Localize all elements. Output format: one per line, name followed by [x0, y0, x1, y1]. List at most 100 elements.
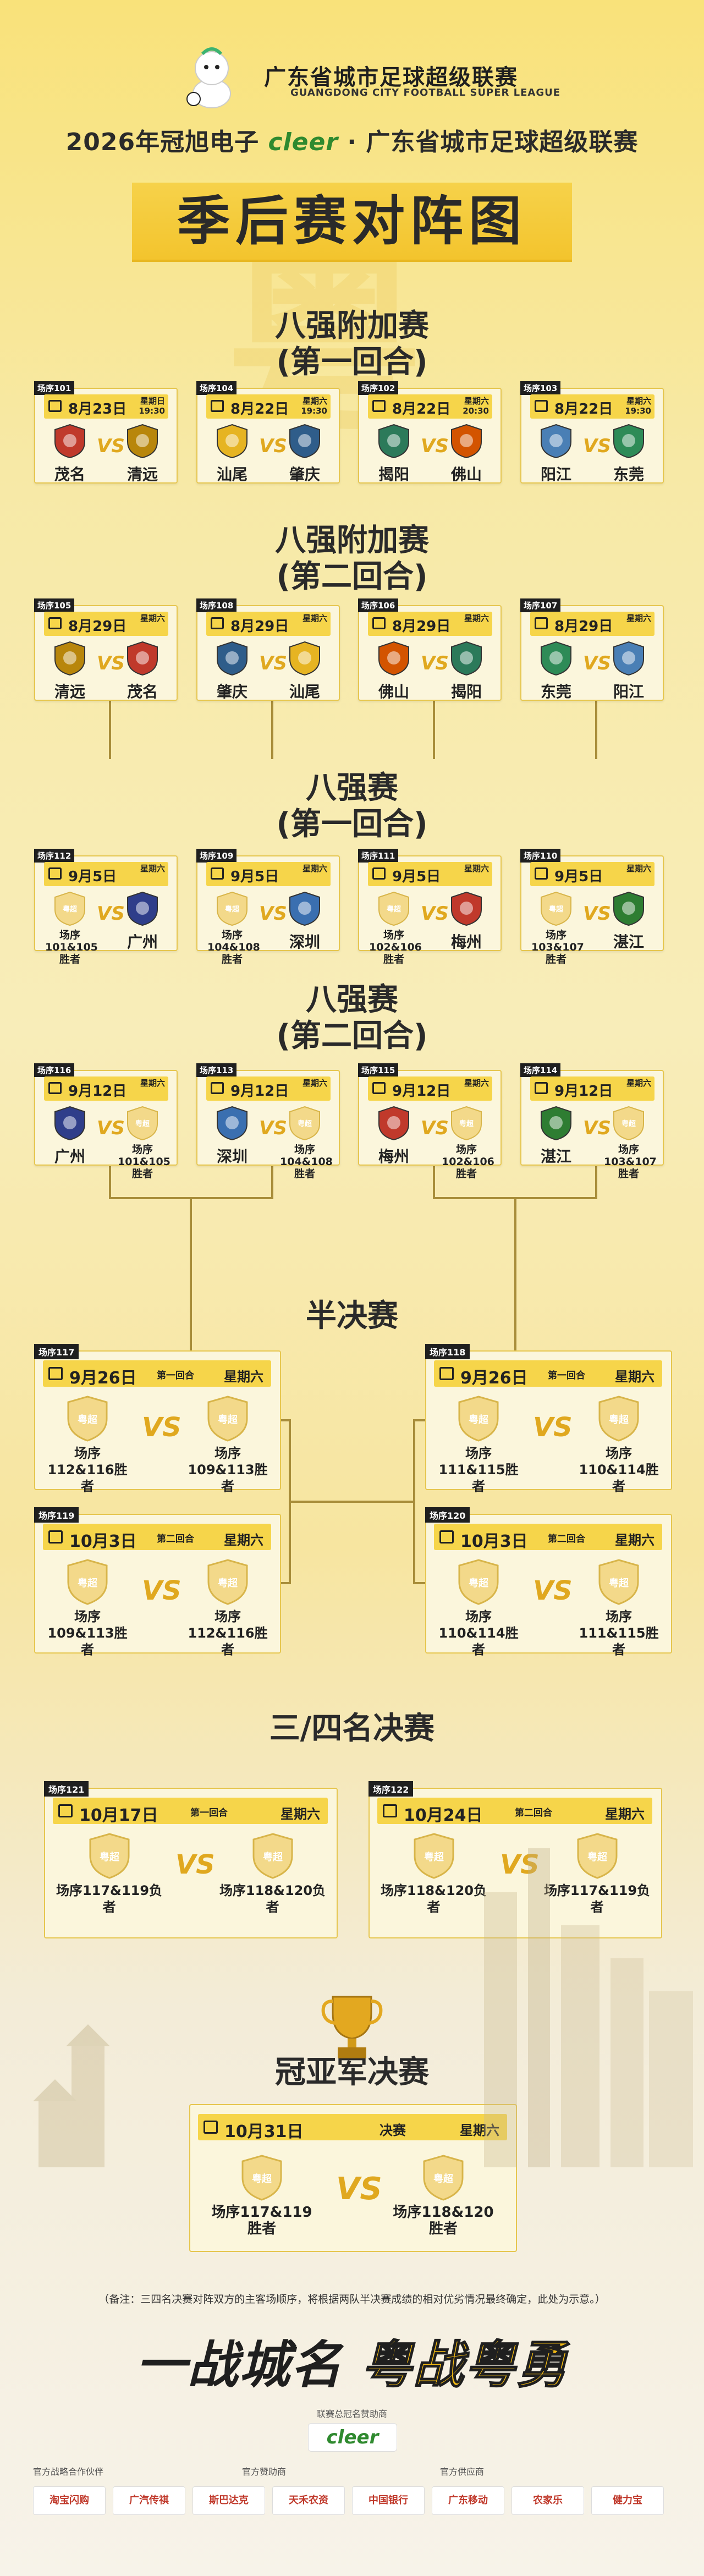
calendar-icon — [211, 617, 224, 629]
home-team-name: 湛江 — [540, 1147, 571, 1166]
away-team-name: 场序104&108胜者 — [280, 1144, 333, 1180]
away-team-name: 湛江 — [613, 933, 644, 951]
supplier-label: 官方供应商 — [440, 2467, 485, 2477]
match-weekday: 星期六 — [224, 1533, 263, 1548]
vs-label: VS — [421, 1117, 449, 1139]
match-number: 场序115 — [358, 1063, 399, 1077]
round3-title-text: 八强赛 — [306, 770, 398, 806]
svg-text:粤超: 粤超 — [387, 905, 402, 914]
home-team-name: 场序101&105胜者 — [45, 929, 98, 965]
away-team-name: 肇庆 — [289, 465, 320, 484]
match-date-bar: 9月26日第一回合星期六 — [434, 1360, 662, 1388]
team-badge-icon — [127, 641, 158, 676]
home-team-name: 佛山 — [378, 683, 409, 701]
match-date: 9月12日 — [230, 1083, 289, 1100]
vs-label: VS — [142, 1412, 182, 1443]
vs-label: VS — [583, 1117, 611, 1139]
home-team: 清远 — [45, 640, 95, 702]
match-number: 场序104 — [196, 381, 237, 395]
away-team: 粤超场序101&105胜者 — [118, 1105, 170, 1180]
match-number: 场序113 — [196, 1063, 237, 1077]
home-team-label: 场序118&120负者 — [380, 1883, 487, 1915]
match-weekday: 星期六 — [464, 864, 489, 874]
home-team: 阳江 — [531, 423, 581, 485]
svg-text:粤超: 粤超 — [424, 1851, 444, 1863]
calendar-icon — [48, 617, 62, 629]
svg-text:粤超: 粤超 — [218, 1577, 238, 1589]
round4-subtitle: (第二回合) — [276, 1018, 428, 1054]
calendar-icon — [48, 1367, 63, 1380]
team-badge-icon — [289, 424, 320, 459]
round3-subtitle: (第一回合) — [276, 806, 428, 842]
away-team: 粤超场序110&114胜者 — [574, 1394, 663, 1495]
city-skyline-icon — [33, 1848, 693, 2167]
match-weekday: 星期六 — [302, 864, 327, 874]
match-weekday: 星期六 — [140, 613, 165, 623]
team-badge-icon — [541, 424, 571, 459]
match-date: 8月23日 — [68, 401, 127, 418]
svg-text:粤超: 粤超 — [609, 1414, 629, 1426]
away-team-name: 东莞 — [613, 465, 644, 484]
svg-text:粤超: 粤超 — [587, 1851, 608, 1863]
match-number: 场序109 — [196, 849, 237, 863]
calendar-icon — [535, 867, 548, 880]
calendar-icon — [372, 400, 386, 412]
title-sponsor-label: 联赛总冠名赞助商 — [316, 2409, 387, 2419]
shield-placeholder-icon: 粤超 — [89, 1833, 129, 1879]
partner-logo: 斯巴达克 — [193, 2486, 265, 2515]
vs-label: VS — [259, 903, 287, 925]
away-team-label: 场序109&113胜者 — [188, 1446, 268, 1494]
home-team-name: 肇庆 — [216, 683, 248, 701]
svg-text:粤超: 粤超 — [298, 1119, 312, 1128]
home-team: 梅州 — [369, 1105, 419, 1167]
vs-label: VS — [421, 435, 449, 457]
vs-label: VS — [533, 1575, 573, 1606]
slogan-part-a: 一战城名 — [135, 2336, 343, 2394]
away-team-name: 清远 — [127, 465, 158, 484]
match-weekday: 星期六 — [302, 613, 327, 623]
connector-line — [109, 699, 111, 759]
home-team: 粤超场序101&105胜者 — [45, 891, 98, 965]
svg-text:粤超: 粤超 — [469, 1414, 489, 1426]
calendar-icon — [48, 1530, 63, 1544]
calendar-icon — [58, 1804, 73, 1817]
final-match-card[interactable]: 10月31日 决赛 星期六 粤超 场序117&119胜者 VS 粤超 场序118… — [189, 2104, 517, 2252]
match-weekday: 星期六 — [605, 1806, 645, 1822]
match-date-bar: 9月5日星期六 — [530, 862, 654, 886]
match-date-bar: 10月3日第二回合星期六 — [434, 1524, 662, 1551]
home-team: 汕尾 — [207, 423, 257, 485]
match-number: 场序103 — [520, 381, 561, 395]
team-badge-icon — [54, 1106, 85, 1141]
home-team-label: 场序109&113胜者 — [47, 1609, 128, 1657]
away-team: 汕尾 — [280, 640, 329, 702]
bracket-line — [413, 1419, 415, 1584]
bracket-line — [109, 1166, 111, 1199]
shield-placeholder-icon: 粤超 — [451, 1106, 482, 1141]
round2-title: 八强附加赛 (第二回合) — [0, 523, 704, 595]
bracket-line — [291, 1501, 413, 1503]
